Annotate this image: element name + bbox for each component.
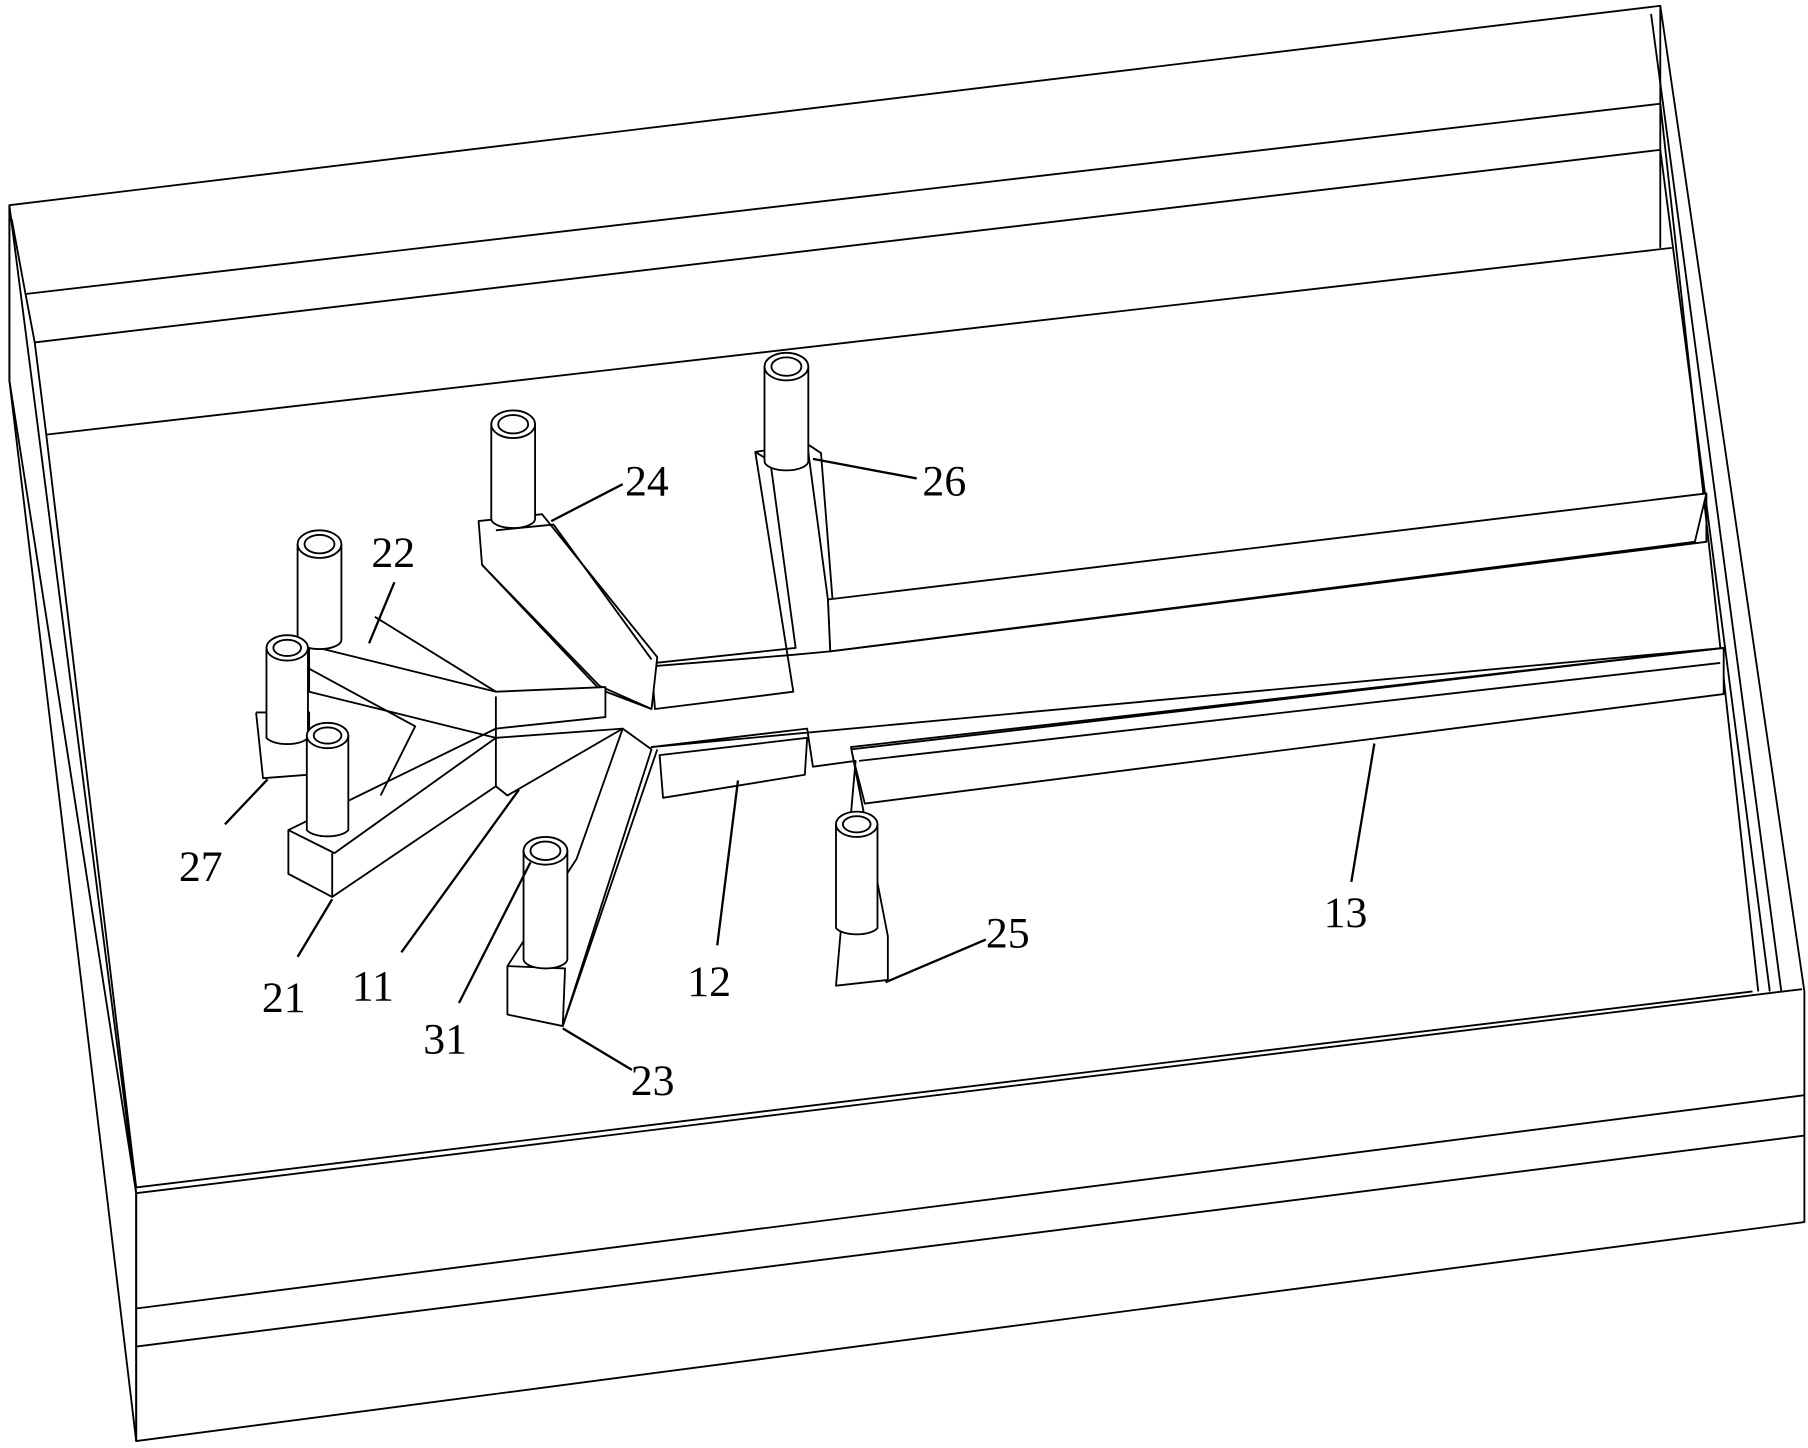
pipes <box>265 351 879 970</box>
label-22: 22 <box>371 529 415 577</box>
label-24: 24 <box>625 458 669 506</box>
pipe-26 <box>763 351 810 472</box>
pipe-21 <box>305 721 350 838</box>
label-31: 31 <box>423 1016 467 1064</box>
channel-13 <box>826 492 1725 805</box>
channel-11 <box>255 615 624 898</box>
leader-lines <box>224 457 1376 1071</box>
pipe-24 <box>490 409 537 529</box>
label-21: 21 <box>262 974 306 1022</box>
label-25: 25 <box>986 910 1030 958</box>
label-12: 12 <box>687 958 731 1006</box>
pipe-31 <box>522 836 569 970</box>
label-26: 26 <box>922 458 966 506</box>
pipe-27 <box>265 634 309 746</box>
channel-12 <box>650 442 1725 987</box>
label-27: 27 <box>179 843 223 891</box>
reference-labels: 24 26 22 27 21 11 31 12 23 25 13 <box>179 458 1368 1105</box>
pipe-25 <box>835 810 879 936</box>
label-13: 13 <box>1324 889 1368 937</box>
label-23: 23 <box>631 1057 675 1105</box>
label-11: 11 <box>352 963 394 1011</box>
pipe-22 <box>296 529 343 650</box>
